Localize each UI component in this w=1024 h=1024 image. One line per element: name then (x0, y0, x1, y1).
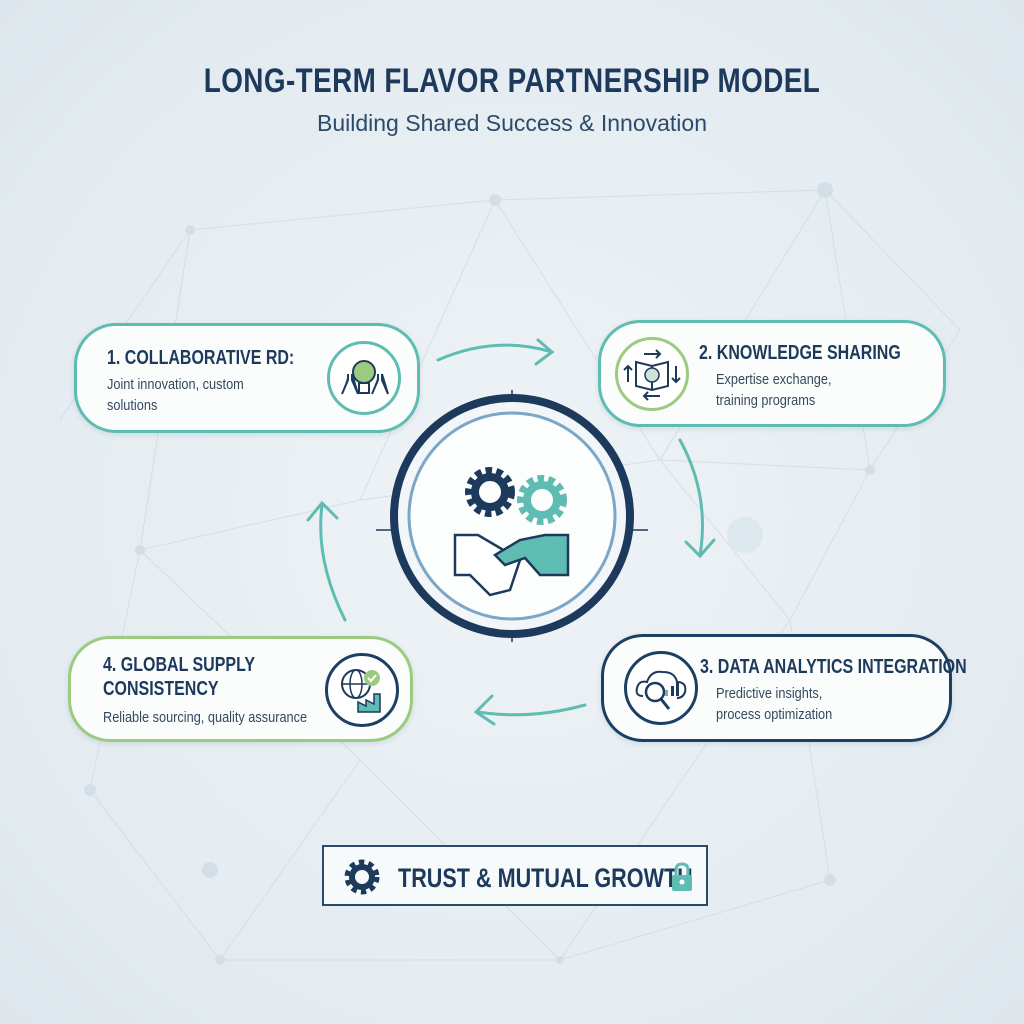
lightbulb-flasks-icon (327, 341, 401, 415)
arrow-4-to-1 (319, 503, 347, 622)
step-description: Expertise exchange, training programs (716, 371, 832, 409)
footer-banner: TRUST & MUTUAL GROWTH (322, 845, 708, 906)
center-hub (376, 390, 648, 642)
arrow-3-to-4 (476, 703, 587, 717)
lock-icon (672, 862, 692, 891)
step-description: Predictive insights, process optimizatio… (716, 685, 833, 723)
step-title: 2. KNOWLEDGE SHARING (699, 342, 901, 364)
step-title: 3. DATA ANALYTICS INTEGRATION (700, 656, 967, 678)
step-title: 4. GLOBAL SUPPLY CONSISTENCY (103, 654, 255, 700)
step-card-collaborative-rd: 1. COLLABORATIVE RD: Joint innovation, c… (74, 323, 420, 433)
book-brain-icon (615, 337, 689, 411)
gear-icon (344, 859, 380, 895)
page-title: LONG-TERM FLAVOR PARTNERSHIP MODEL (203, 62, 821, 100)
page-subtitle: Building Shared Success & Innovation (317, 110, 707, 136)
arrow-2-to-3 (678, 438, 704, 557)
step-card-knowledge-sharing: 2. KNOWLEDGE SHARING Expertise exchange,… (598, 320, 946, 427)
arrow-1-to-2 (436, 343, 554, 362)
step-title: 1. COLLABORATIVE RD: (107, 347, 295, 369)
cloud-analytics-icon (624, 651, 698, 725)
step-card-global-supply: 4. GLOBAL SUPPLY CONSISTENCY Reliable so… (68, 636, 413, 742)
gears-handshake-icon (453, 467, 570, 597)
globe-factory-icon (325, 653, 399, 727)
footer-label: TRUST & MUTUAL GROWTH (398, 863, 693, 893)
step-description: Joint innovation, custom solutions (107, 376, 244, 414)
step-card-data-analytics: 3. DATA ANALYTICS INTEGRATION Predictive… (601, 634, 967, 742)
step-description: Reliable sourcing, quality assurance (103, 709, 308, 726)
